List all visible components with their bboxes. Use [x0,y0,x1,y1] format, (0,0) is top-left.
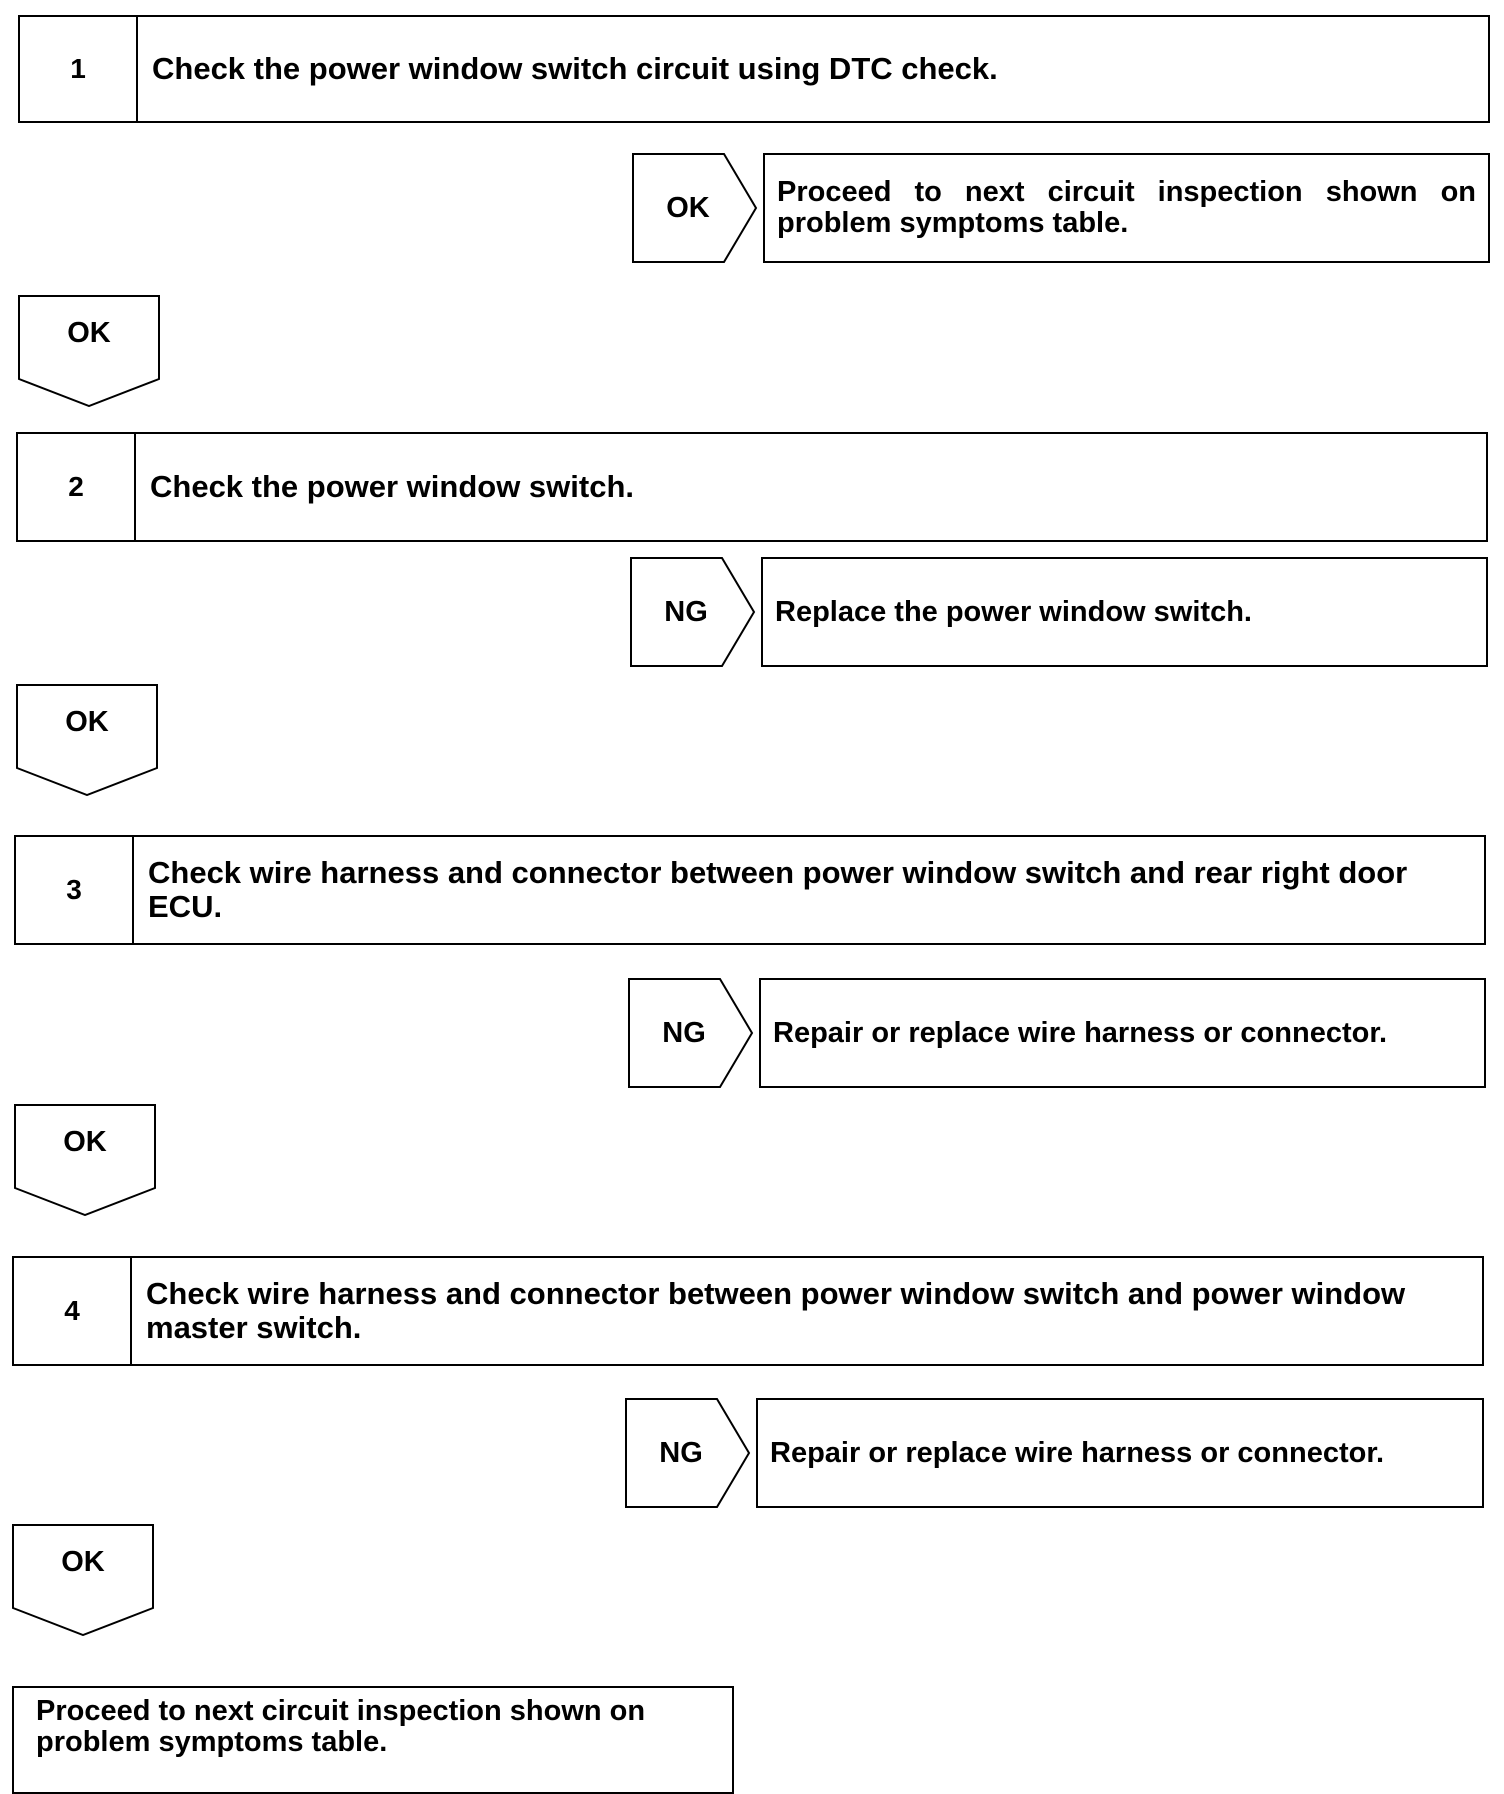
result-arrow-shape [625,1398,751,1508]
final-result-text: Proceed to next circuit inspection shown… [36,1695,646,1758]
step-3-continue-label: OK [63,1126,107,1158]
step-1-continue-label: OK [67,317,111,349]
step-1-box: 1 Check the power window switch circuit … [18,15,1490,123]
step-1-result-label: OK [666,191,710,224]
down-arrow-shape [16,684,158,796]
step-4-result-label: NG [659,1436,703,1469]
step-2-number: 2 [18,434,136,540]
step-1-result-tag: OK [632,153,762,263]
result-arrow-shape [628,978,754,1088]
step-3-result-label: NG [662,1016,706,1049]
result-arrow-shape [630,557,756,667]
step-1-text: Check the power window switch circuit us… [152,51,998,86]
step-2-continue-tag: OK [16,684,158,796]
step-1-result-text: Proceed to next circuit inspection shown… [777,176,1476,239]
step-2-result-box: Replace the power window switch. [761,557,1488,667]
step-2-result-text: Replace the power window switch. [775,595,1252,628]
step-4-text: Check wire harness and connector between… [146,1276,1406,1345]
step-2-text: Check the power window switch. [150,469,635,504]
step-3-result-box: Repair or replace wire harness or connec… [759,978,1486,1088]
down-arrow-shape [14,1104,156,1216]
step-2-result-label: NG [664,595,708,628]
step-4-box: 4 Check wire harness and connector betwe… [12,1256,1484,1366]
step-2-continue-label: OK [65,706,109,738]
down-arrow-shape [12,1524,154,1636]
step-4-continue-tag: OK [12,1524,154,1636]
step-3-result-text: Repair or replace wire harness or connec… [773,1016,1388,1049]
down-arrow-shape [18,295,160,407]
step-4-number: 4 [14,1258,132,1364]
step-3-text: Check wire harness and connector between… [148,855,1408,924]
step-2-box: 2 Check the power window switch. [16,432,1488,542]
step-3-number: 3 [16,837,134,943]
step-4-result-tag: NG [625,1398,755,1508]
step-1-number: 1 [20,17,138,121]
step-4-result-text: Repair or replace wire harness or connec… [770,1436,1385,1469]
step-4-result-box: Repair or replace wire harness or connec… [756,1398,1484,1508]
final-result-box: Proceed to next circuit inspection shown… [12,1686,734,1794]
step-3-result-tag: NG [628,978,758,1088]
step-2-result-tag: NG [630,557,760,667]
step-3-continue-tag: OK [14,1104,156,1216]
result-arrow-shape [632,153,758,263]
step-4-continue-label: OK [61,1546,105,1578]
step-1-continue-tag: OK [18,295,160,407]
step-1-result-box: Proceed to next circuit inspection shown… [763,153,1490,263]
step-3-box: 3 Check wire harness and connector betwe… [14,835,1486,945]
